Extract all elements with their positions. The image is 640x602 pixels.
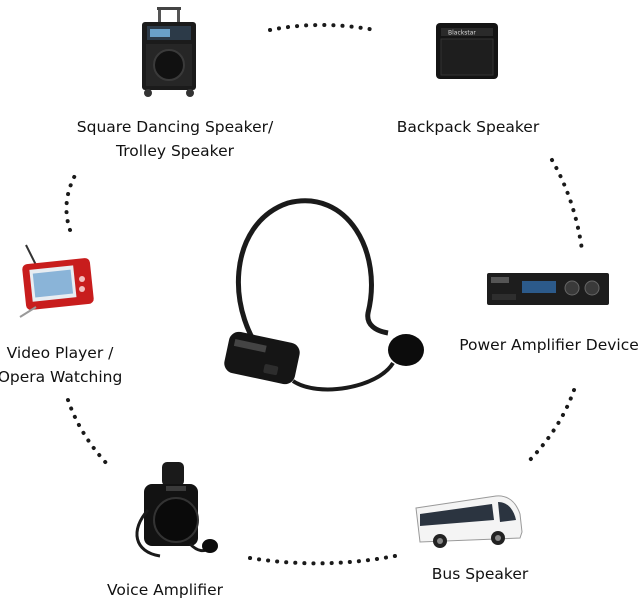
dotted-arc-top-right [550,158,584,252]
dotted-arc-top [268,23,377,32]
dotted-arc-left [64,168,80,232]
backpack-speaker-label: Backpack Speaker [396,118,540,136]
dotted-arc-right [523,388,576,467]
trolley-speaker-icon [138,6,200,98]
power-amplifier-label: Power Amplifier Device [459,336,639,354]
backpack-speaker-icon: Blackstar [435,22,499,82]
video-player-label: Video Player / Opera Watching [0,344,123,386]
wireless-headset-microphone-icon [218,193,433,398]
bus-icon [412,492,524,550]
svg-text:Blackstar: Blackstar [448,30,476,37]
voice-amplifier-label: Voice Amplifier [106,581,223,599]
voice-amplifier-icon [130,460,220,560]
power-amplifier-icon [486,272,610,306]
trolley-speaker-label: Square Dancing Speaker/ Trolley Speaker [76,118,274,160]
dotted-arc-bottom-left [66,398,110,467]
bus-speaker-label: Bus Speaker [431,565,529,583]
dotted-arc-bottom [248,553,402,566]
video-player-icon [14,243,96,321]
